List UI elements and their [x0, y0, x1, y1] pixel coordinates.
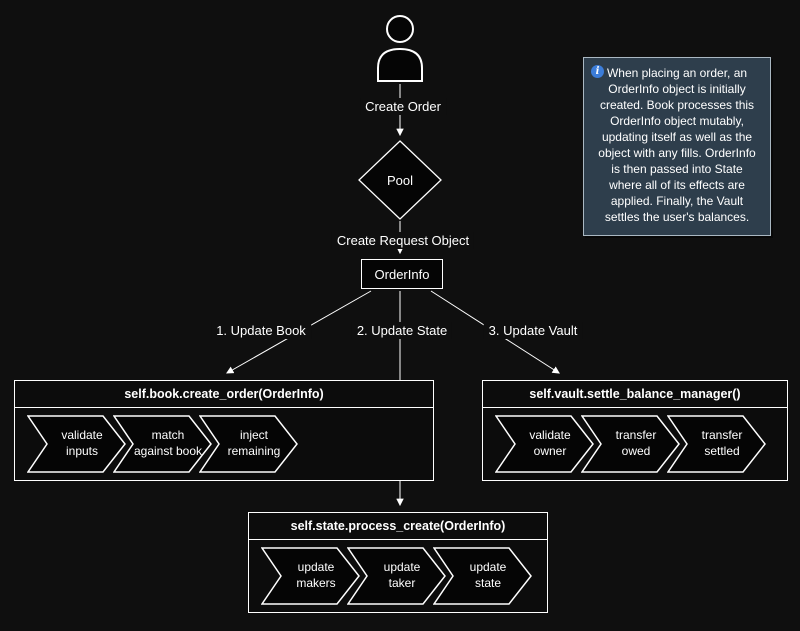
- step-chevron: transfer settled: [667, 415, 767, 473]
- chevron-arrow-shape: [261, 547, 360, 605]
- edge-label-create-request-object: Create Request Object: [331, 232, 475, 249]
- step-chevron: validate owner: [495, 415, 595, 473]
- orderinfo-node: OrderInfo: [361, 259, 443, 289]
- step-label: validate owner: [529, 428, 571, 458]
- note: i When placing an order, an OrderInfo ob…: [583, 57, 771, 236]
- book-process-box: self.book.create_order(OrderInfo) valida…: [14, 380, 434, 481]
- chevron-arrow-shape: [113, 415, 212, 473]
- state-process-title: self.state.process_create(OrderInfo): [249, 513, 547, 540]
- edge-label-update-vault: 3. Update Vault: [483, 322, 583, 339]
- note-text: When placing an order, an OrderInfo obje…: [598, 66, 756, 224]
- step-label: validate inputs: [61, 428, 103, 458]
- vault-process-title: self.vault.settle_balance_manager(): [483, 381, 787, 408]
- state-process-box: self.state.process_create(OrderInfo) upd…: [248, 512, 548, 613]
- step-label: update taker: [383, 560, 421, 590]
- chevron-arrow-shape: [581, 415, 680, 473]
- step-label: update state: [469, 560, 507, 590]
- step-label: inject remaining: [227, 428, 281, 458]
- info-icon: i: [591, 65, 604, 78]
- book-process-title: self.book.create_order(OrderInfo): [15, 381, 433, 408]
- person-icon: [377, 15, 423, 82]
- step-chevron: update taker: [347, 547, 447, 605]
- step-label: transfer owed: [615, 428, 657, 458]
- edge-label-create-order: Create Order: [360, 98, 446, 115]
- chevron-arrow-shape: [347, 547, 446, 605]
- state-process-steps: update makers update taker update state: [249, 540, 547, 612]
- chevron-arrow-shape: [495, 415, 594, 473]
- chevron-arrow-shape: [27, 415, 126, 473]
- step-label: match against book: [133, 428, 203, 458]
- chevron-arrow-shape: [667, 415, 766, 473]
- step-label: transfer settled: [701, 428, 743, 458]
- step-chevron: match against book: [113, 415, 213, 473]
- step-chevron: validate inputs: [27, 415, 127, 473]
- step-chevron: update state: [433, 547, 533, 605]
- vault-process-box: self.vault.settle_balance_manager() vali…: [482, 380, 788, 481]
- chevron-arrow-shape: [433, 547, 532, 605]
- chevron-arrow-shape: [199, 415, 298, 473]
- vault-process-steps: validate owner transfer owed transfer se…: [483, 408, 787, 480]
- edge-label-update-book: 1. Update Book: [211, 322, 311, 339]
- step-chevron: update makers: [261, 547, 361, 605]
- step-chevron: inject remaining: [199, 415, 299, 473]
- book-process-steps: validate inputs match against book injec…: [15, 408, 433, 480]
- pool-node-label: Pool: [386, 173, 414, 188]
- step-chevron: transfer owed: [581, 415, 681, 473]
- edge-label-update-state: 2. Update State: [351, 322, 453, 339]
- step-label: update makers: [296, 560, 336, 590]
